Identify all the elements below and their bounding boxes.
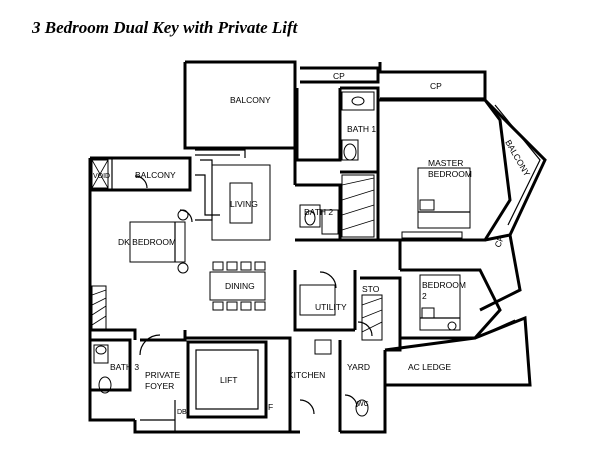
bath-fixtures	[93, 91, 375, 417]
label-f: F	[268, 402, 273, 412]
master-bed	[401, 167, 471, 239]
label-living: LIVING	[230, 199, 258, 209]
label-ac-ledge: AC LEDGE	[408, 362, 451, 372]
label-db: DB	[177, 409, 187, 416]
label-yard: YARD	[347, 362, 370, 372]
label-cp-mid: CP	[492, 234, 506, 249]
label-sto: STO	[362, 284, 380, 294]
label-cp-top: CP	[333, 71, 345, 81]
dining-table	[209, 261, 266, 311]
label-balcony-top: BALCONY	[230, 95, 271, 105]
dk-bed	[129, 209, 189, 274]
label-cp-right: CP	[430, 81, 442, 91]
label-kitchen: KITCHEN	[288, 370, 325, 380]
lift-shaft	[186, 340, 268, 419]
wardrobe-hatching	[91, 159, 383, 341]
label-dk-bedroom: DK BEDROOM	[118, 237, 176, 247]
label-bath2: BATH 2	[304, 207, 333, 217]
plan-title: 3 Bedroom Dual Key with Private Lift	[32, 18, 298, 37]
label-balcony-left: BALCONY	[135, 170, 176, 180]
label-wc: WC	[357, 401, 369, 408]
label-bath1: BATH 1	[347, 124, 376, 134]
room-labels: BALCONY CP CP BATH 1 BALCONY VOID BALCON…	[93, 71, 532, 416]
label-void: VOID	[93, 173, 110, 180]
label-bath3: BATH 3	[110, 362, 139, 372]
door-swings	[134, 175, 373, 415]
label-utility: UTILITY	[315, 302, 347, 312]
living-furniture	[195, 149, 271, 241]
outer-walls	[88, 60, 547, 434]
label-dining: DINING	[225, 281, 255, 291]
bedroom2-bed	[419, 274, 461, 331]
label-lift: LIFT	[220, 375, 237, 385]
